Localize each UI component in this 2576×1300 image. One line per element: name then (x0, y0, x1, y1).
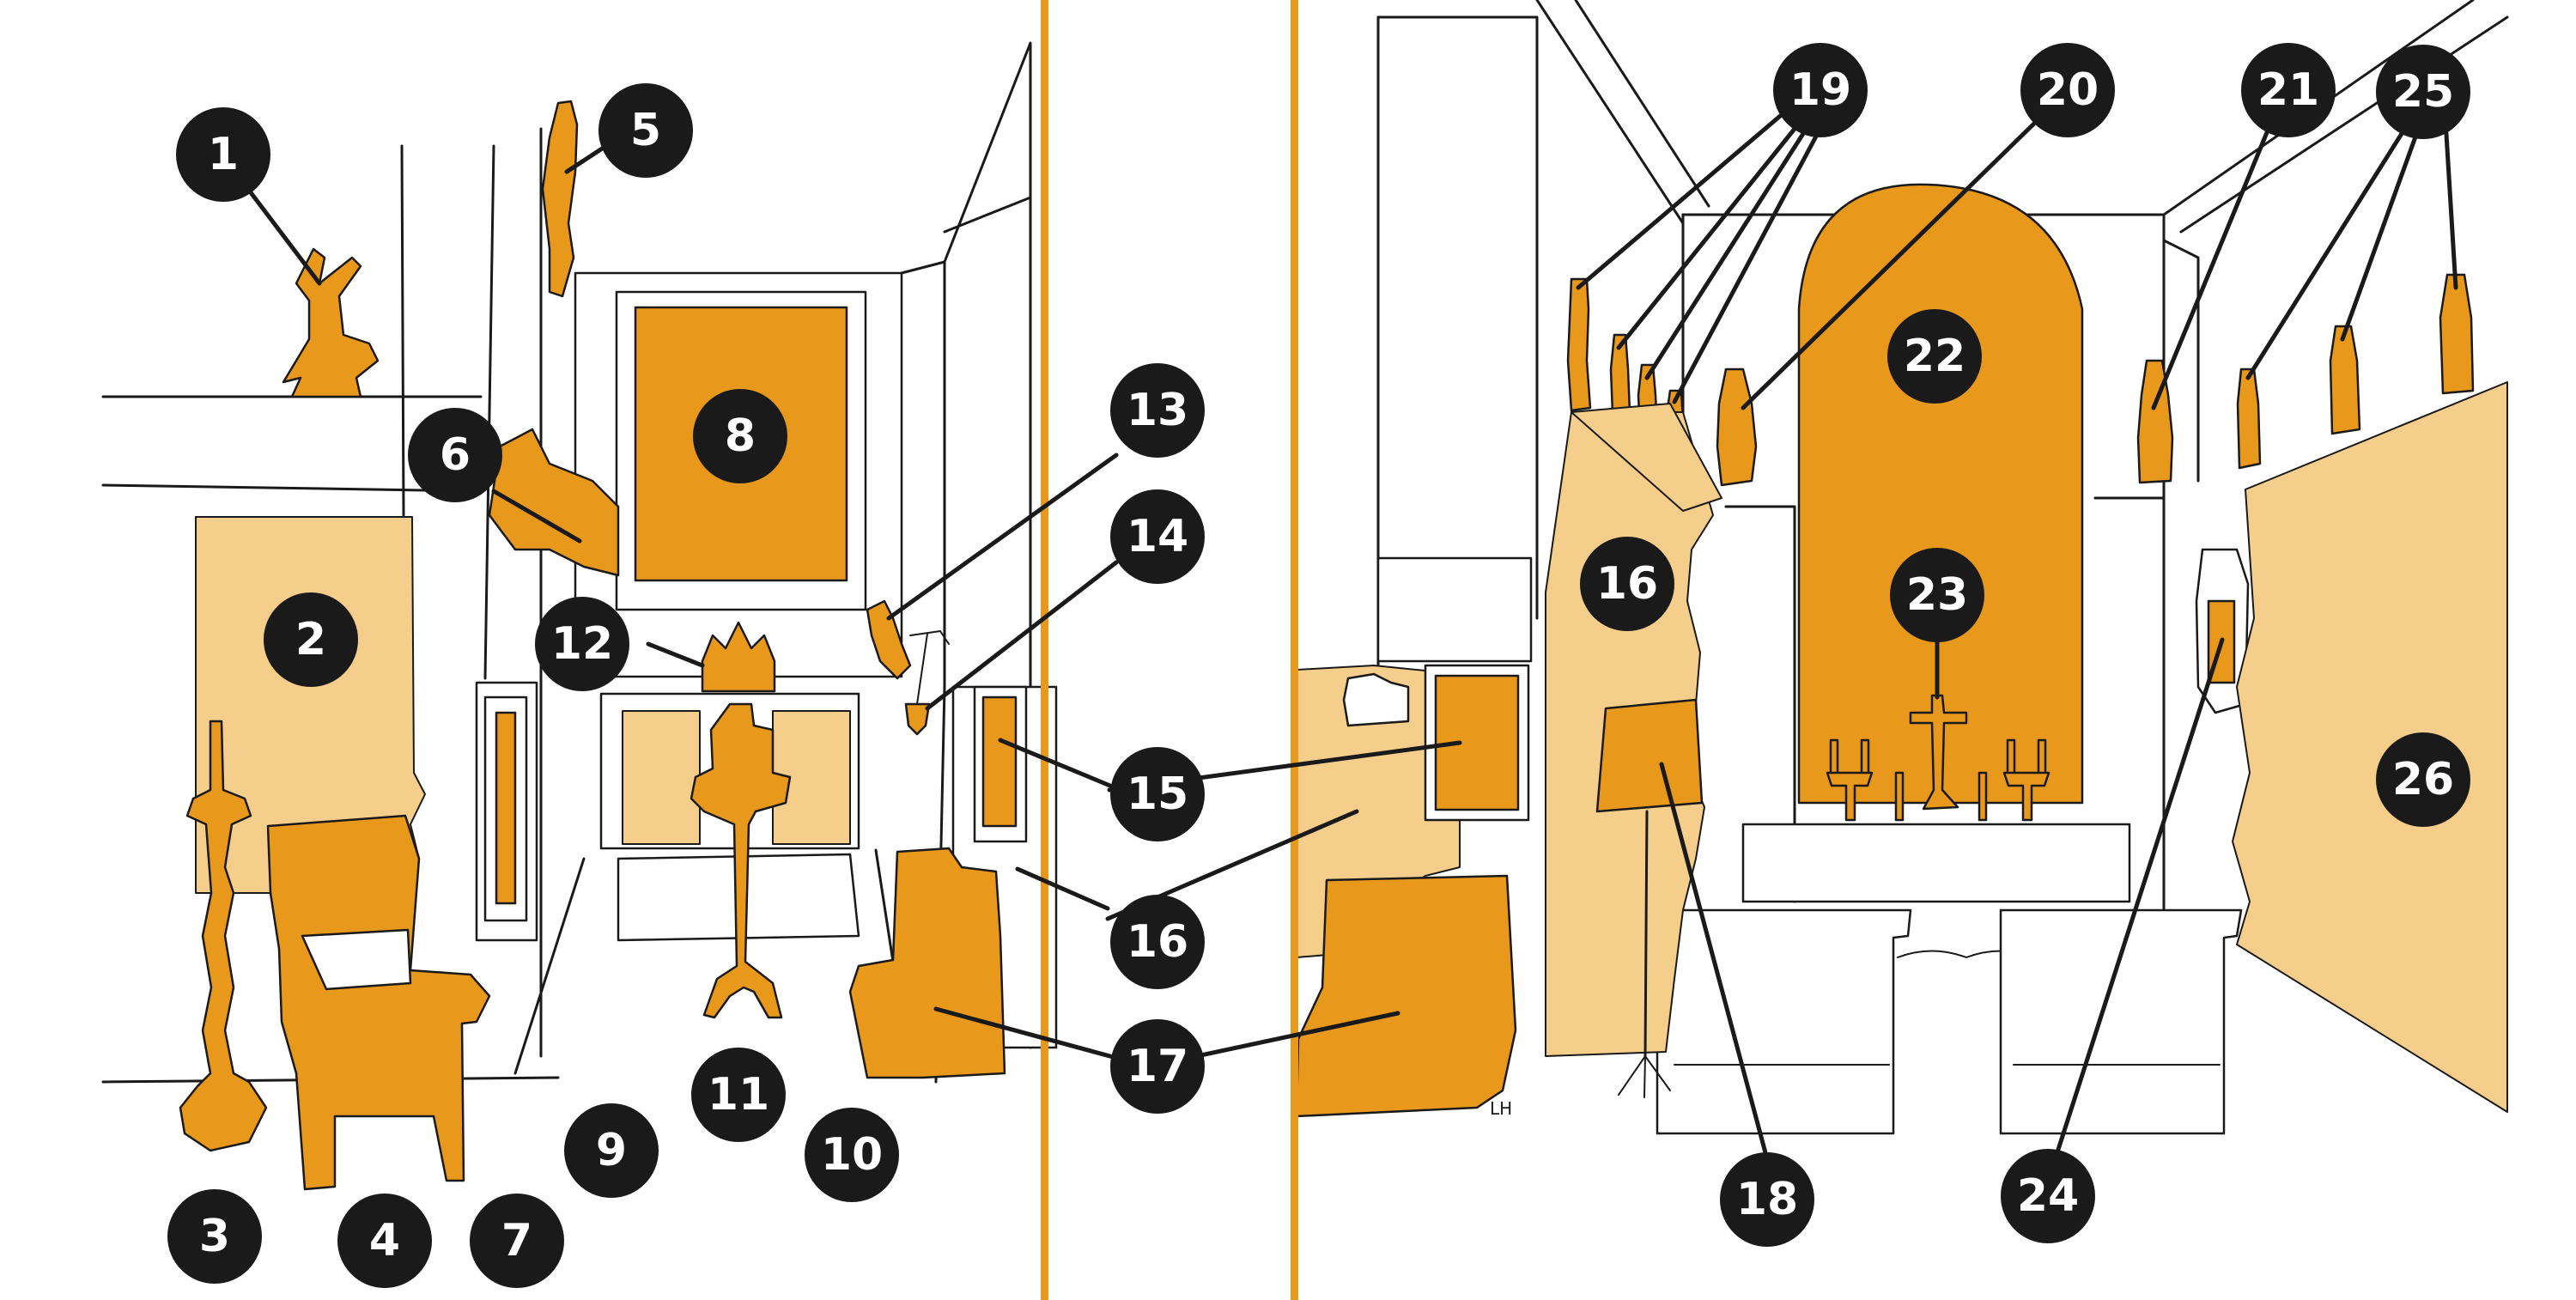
statue-19a (1566, 277, 1592, 412)
right-wall-painting (981, 696, 1018, 828)
hanging-incense (904, 702, 931, 736)
side-painting (495, 711, 517, 905)
svg-text:15: 15 (1127, 768, 1188, 820)
marker-10: 10 (805, 1108, 899, 1202)
drapery-swag (488, 428, 620, 577)
svg-text:13: 13 (1127, 385, 1188, 436)
marker-13: 13 (1110, 363, 1205, 458)
side-pillar-cornice (1571, 403, 1722, 512)
wall-sconce (866, 599, 912, 680)
statue-20 (1716, 368, 1758, 487)
panel-divider-left (1041, 0, 1048, 1300)
svg-text:22: 22 (1904, 331, 1965, 382)
statue-21 (2136, 359, 2174, 484)
tapestry-26 (2232, 381, 2508, 1113)
marker-18: 18 (1720, 1152, 1814, 1247)
marker-19: 19 (1773, 43, 1868, 137)
marker-11: 11 (691, 1048, 786, 1142)
svg-text:26: 26 (2392, 754, 2454, 805)
svg-text:17: 17 (1127, 1041, 1188, 1092)
altar-candles (1826, 738, 2050, 822)
altar-table-left (1656, 908, 1912, 1135)
marker-1: 1 (176, 107, 270, 202)
crown-ornament (701, 621, 776, 693)
marker-16-right: 16 (1580, 537, 1674, 631)
markers: 1 2 3 4 5 6 7 8 9 10 11 12 13 14 15 16 1… (167, 43, 2470, 1288)
artist-signature: LH (1490, 1098, 1512, 1119)
marker-25: 25 (2376, 45, 2470, 139)
relief-ornament (1342, 672, 1410, 727)
marker-8: 8 (693, 389, 787, 483)
armchair-seat-gap (301, 928, 412, 991)
svg-text:25: 25 (2392, 66, 2454, 118)
svg-text:6: 6 (440, 429, 471, 481)
svg-text:14: 14 (1127, 511, 1188, 562)
statue-25c (2439, 273, 2475, 395)
svg-text:20: 20 (2037, 64, 2099, 116)
candlestick (179, 720, 268, 1152)
marker-6: 6 (408, 408, 502, 502)
altar-table-right (1999, 908, 2243, 1135)
marker-20: 20 (2020, 43, 2115, 137)
marker-14: 14 (1110, 489, 1205, 584)
lectern-stand (690, 702, 792, 1019)
marker-26: 26 (2376, 732, 2470, 827)
svg-text:10: 10 (821, 1129, 883, 1181)
svg-text:16: 16 (1596, 558, 1658, 610)
statue-25b (2329, 325, 2361, 435)
svg-text:19: 19 (1789, 64, 1851, 116)
marker-9: 9 (564, 1103, 659, 1198)
svg-text:11: 11 (708, 1069, 769, 1121)
statue-25a (2236, 368, 2262, 470)
confessional-left (848, 847, 1006, 1079)
svg-text:5: 5 (630, 105, 661, 156)
marker-21: 21 (2241, 43, 2336, 137)
svg-text:1: 1 (208, 129, 239, 180)
svg-text:7: 7 (501, 1215, 532, 1267)
svg-text:12: 12 (551, 618, 613, 670)
svg-text:21: 21 (2257, 64, 2319, 116)
marker-12: 12 (535, 597, 629, 691)
music-stand (1595, 698, 1704, 813)
svg-text:18: 18 (1736, 1174, 1798, 1225)
svg-text:24: 24 (2017, 1170, 2079, 1222)
marker-17: 17 (1110, 1019, 1205, 1114)
marker-5: 5 (598, 83, 693, 178)
wall-statue-upper (541, 100, 579, 298)
leader-lines (242, 105, 2458, 1162)
svg-text:8: 8 (725, 410, 756, 462)
crucifix (1909, 694, 1968, 811)
marker-23: 23 (1890, 548, 1984, 642)
marker-2: 2 (264, 592, 358, 687)
marker-24: 24 (2001, 1149, 2095, 1243)
svg-text:2: 2 (295, 614, 326, 665)
arched-altarpiece (1797, 183, 2084, 805)
back-wall-panel-left (622, 710, 701, 845)
svg-text:9: 9 (596, 1125, 627, 1176)
confessional-right (1295, 874, 1517, 1118)
angel-statue (282, 247, 380, 398)
marker-16-left: 16 (1110, 895, 1205, 989)
panel-divider-right (1291, 0, 1298, 1300)
armchair (266, 814, 491, 1191)
svg-text:23: 23 (1906, 569, 1968, 621)
marker-15: 15 (1110, 747, 1205, 841)
marker-4: 4 (337, 1194, 432, 1288)
marker-22: 22 (1887, 309, 1982, 404)
marker-7: 7 (470, 1194, 564, 1288)
svg-text:3: 3 (199, 1211, 230, 1262)
right-altar-drawing (1376, 0, 2509, 958)
svg-text:16: 16 (1127, 916, 1188, 968)
tapestry-left (195, 516, 426, 894)
marker-3: 3 (167, 1189, 262, 1284)
svg-text:4: 4 (369, 1215, 400, 1267)
